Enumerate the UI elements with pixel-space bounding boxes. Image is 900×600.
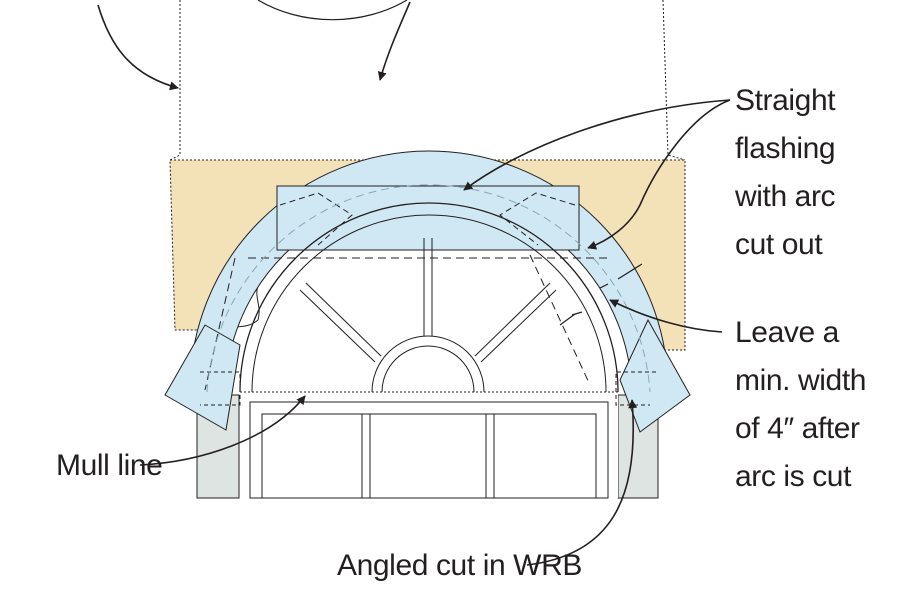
leave-width-line-1: Leave a: [735, 316, 840, 349]
straight-flashing-line-4: cut out: [735, 228, 823, 261]
angled-cut-right: [529, 254, 591, 386]
arrow-straight-flashing-b: [587, 99, 731, 250]
left-angled-flashing: [164, 324, 241, 431]
upper-arc-opening: [257, 0, 408, 21]
leave-width-line-2: min. width: [735, 364, 866, 397]
straight-flashing-line-2: flashing: [735, 132, 835, 165]
straight-flashing-piece: [276, 185, 580, 251]
arrow-straight-flashing-a: [463, 99, 731, 191]
straight-flashing-line-3: with arc: [734, 180, 836, 213]
center-half-round-inner: [381, 345, 475, 393]
cut-line-right-corner: [615, 371, 656, 406]
cut-line-left-top: [279, 192, 353, 246]
callout-leave-width: Leave a min. width of 4″ after arc is cu…: [735, 316, 866, 493]
arrow-mull-line: [139, 395, 306, 466]
upper-wall-left-edge: [169, 0, 181, 161]
arrow-top-center: [377, 1, 411, 81]
arrow-angled-cut: [526, 399, 638, 566]
leave-width-line-3: of 4″ after: [735, 412, 860, 445]
arrow-top-left: [97, 4, 179, 91]
arrow-leave-width: [609, 299, 723, 333]
cut-line-right-top: [499, 192, 576, 246]
leader-arrows: [97, 1, 731, 566]
upper-wall-right-edge: [662, 0, 686, 161]
callout-mull-line: Mull line: [56, 449, 162, 482]
straight-flashing-line-1: Straight: [735, 84, 836, 117]
width-dimension: [559, 263, 643, 326]
lower-window-frame: [249, 401, 609, 499]
window-arch-inner: [251, 214, 607, 393]
callout-angled-cut: Angled cut in WRB: [337, 549, 582, 582]
flashing-arc-centerline: [206, 184, 651, 393]
window-interior: [240, 390, 618, 498]
right-angled-flashing: [619, 318, 691, 433]
callout-straight-flashing: Straight flashing with arc cut out: [734, 84, 837, 261]
angled-cut-left: [204, 257, 236, 391]
radial-muntins: [299, 238, 557, 363]
center-half-round: [371, 335, 485, 393]
window-arch-outer: [239, 202, 619, 393]
leave-width-line-4: arc is cut: [735, 460, 852, 493]
